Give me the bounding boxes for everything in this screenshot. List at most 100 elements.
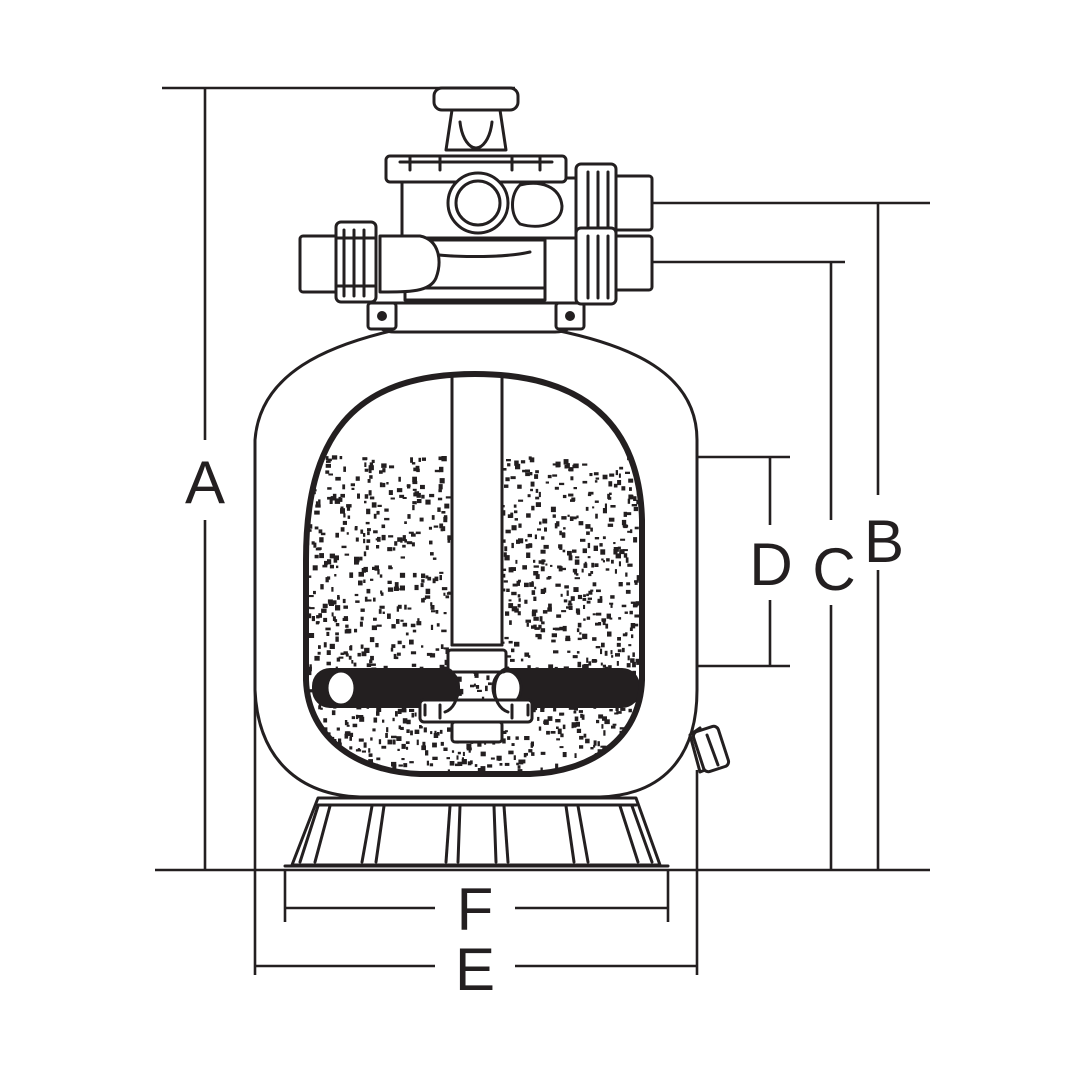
sand-grain (525, 472, 530, 477)
sand-grain (525, 544, 530, 549)
sand-grain (407, 514, 411, 519)
sand-grain (608, 481, 613, 487)
sand-grain (515, 559, 518, 564)
sand-grain (596, 589, 601, 593)
sand-grain (466, 743, 472, 750)
sand-grain (381, 524, 386, 529)
sand-grain (327, 599, 333, 603)
sand-grain (396, 488, 403, 493)
sand-grain (623, 553, 628, 558)
sand-grain (318, 499, 321, 505)
sand-grain (633, 496, 637, 501)
sand-grain (354, 560, 359, 565)
sand-grain (616, 642, 621, 647)
sand-grain (309, 664, 312, 669)
sand-grain (373, 717, 378, 723)
sand-grain (611, 655, 614, 658)
sand-grain (503, 552, 507, 557)
sand-grain (325, 456, 329, 460)
sand-grain (394, 656, 399, 660)
sand-grain (394, 541, 398, 546)
sand-grain (506, 588, 510, 592)
sand-grain (363, 533, 366, 537)
sand-grain (349, 645, 353, 651)
sand-grain (367, 479, 371, 483)
sand-grain (368, 468, 372, 474)
sand-grain (412, 501, 417, 505)
sand-grain (342, 598, 346, 604)
sand-grain (331, 587, 334, 592)
sand-grain (610, 505, 616, 508)
sand-grain (607, 493, 611, 499)
sand-grain (526, 513, 531, 518)
sand-grain (349, 572, 354, 578)
sand-grain (507, 463, 511, 467)
sand-grain (373, 597, 376, 602)
sand-grain (373, 513, 377, 519)
sand-grain (529, 457, 535, 463)
sand-grain (346, 628, 349, 633)
sand-grain (421, 598, 425, 603)
sand-grain (575, 556, 580, 559)
sand-grain (444, 503, 450, 509)
sand-grain (587, 493, 592, 497)
sand-grain (571, 722, 577, 728)
sand-grain (414, 729, 420, 734)
sand-grain (556, 738, 560, 741)
sand-grain (625, 557, 629, 563)
sand-grain (533, 571, 539, 576)
sand-grain (621, 647, 625, 653)
sand-grain (323, 617, 328, 622)
sand-grain (328, 473, 333, 476)
sand-grain (351, 716, 355, 720)
sand-grain (540, 751, 546, 755)
sand-grain (559, 482, 565, 486)
sand-grain (409, 639, 414, 645)
sand-grain (555, 719, 561, 723)
sand-grain (335, 623, 340, 627)
sand-grain (541, 536, 545, 540)
sand-grain (629, 627, 633, 631)
sand-grain (573, 463, 579, 469)
sand-grain (582, 480, 588, 484)
sand-grain (342, 520, 347, 525)
sand-grain (335, 532, 339, 538)
sand-grain (590, 589, 594, 592)
sand-grain (398, 476, 401, 482)
sand-grain (611, 559, 614, 564)
sand-grain (568, 493, 574, 497)
sand-grain (572, 568, 578, 573)
sand-grain (514, 510, 518, 514)
sand-grain (413, 467, 417, 472)
sand-grain (628, 708, 632, 713)
sand-grain (394, 582, 399, 588)
sand-grain (446, 757, 450, 760)
sand-grain (318, 613, 322, 618)
sand-grain (522, 469, 527, 473)
sand-grain (398, 764, 403, 767)
sand-grain (555, 462, 560, 468)
sand-grain (414, 491, 420, 496)
sand-grain (524, 652, 530, 657)
sand-grain (576, 628, 580, 633)
sand-grain (531, 752, 535, 756)
sand-grain (402, 544, 406, 548)
sand-grain (325, 463, 331, 468)
sand-grain (591, 562, 595, 568)
sand-grain (350, 483, 355, 487)
sand-grain (511, 648, 515, 653)
sand-grain (576, 728, 582, 733)
sand-grain (384, 508, 389, 512)
sand-grain (368, 490, 372, 496)
sand-grain (518, 538, 524, 544)
sand-grain (594, 537, 600, 540)
sand-grain (393, 653, 397, 659)
multiport-valve (378, 154, 580, 302)
sand-grain (582, 463, 588, 466)
sand-grain (628, 494, 633, 500)
sand-grain (629, 487, 632, 491)
left-port-union (298, 220, 378, 304)
sand-grain (393, 586, 399, 591)
sand-grain (531, 590, 536, 595)
